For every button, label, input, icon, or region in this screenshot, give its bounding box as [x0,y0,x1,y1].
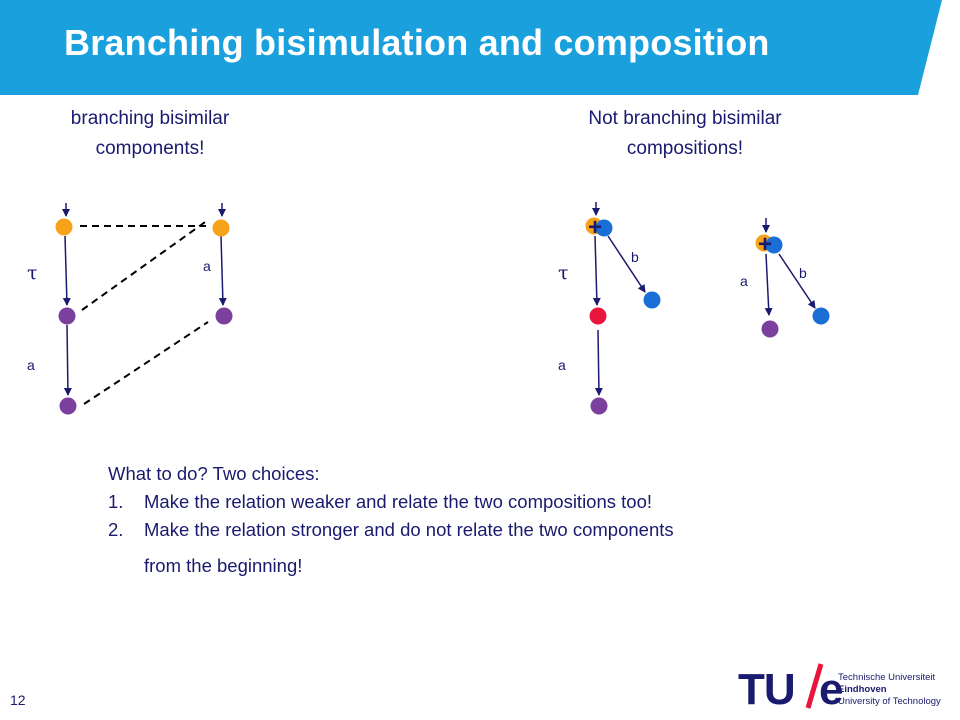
left-caption-line1: branching bisimilar [70,108,230,129]
label-a: a [27,357,35,373]
tau-transition [592,235,601,306]
label-tau: τ [558,262,569,284]
state-blue [643,291,661,309]
choice-number: 2. [108,519,124,540]
tue-logo: TU e Technische Universiteit Eindhoven U… [738,663,941,710]
a-transition [594,329,603,396]
title-banner [0,0,942,95]
label-a: a [740,273,748,289]
choice-item: 1. Make the relation weaker and relate t… [108,488,674,516]
logo-line1: Technische Universiteit [838,672,936,683]
label-a: a [203,258,211,274]
left-caption-line2: components! [95,138,205,159]
page-number: 12 [10,692,26,708]
tau-transition [62,235,71,306]
choices-intro: What to do? Two choices: [108,463,320,484]
relation-line [83,321,209,405]
state-purple [58,307,76,325]
logo-mark-tu: TU [738,665,795,710]
state-purple [59,397,77,415]
composition-plus: + [758,231,772,258]
logo-line2: Eindhoven [838,684,887,695]
state-blue [595,219,613,237]
second-composition: + a b [740,218,830,338]
choice-text: Make the relation stronger and do not re… [144,519,674,540]
transition-diagrams: τ a a + τ a b + a b [27,202,830,415]
choice-number: 1. [108,491,124,512]
label-a: a [558,357,566,373]
b-transition [607,235,646,293]
choice-text: Make the relation weaker and relate the … [144,491,653,512]
right-caption-line1: Not branching bisimilar [588,108,782,129]
state-blue [812,307,830,325]
relation-line [81,219,209,311]
choice-item: 2. Make the relation stronger and do not… [108,516,674,544]
logo-line3: University of Technology [838,696,941,707]
state-red [589,307,607,325]
state-orange [212,219,230,237]
right-caption: Not branching bisimilar compositions! [530,104,840,164]
state-purple [215,307,233,325]
state-blue [765,236,783,254]
right-caption-line2: compositions! [626,138,744,159]
label-b: b [631,249,639,265]
a-transition [764,253,773,316]
left-caption: branching bisimilar components! [20,104,280,164]
state-orange [55,218,73,236]
left-components: τ a a [27,203,233,415]
state-purple [761,320,779,338]
slide-title: Branching bisimulation and composition [64,22,770,63]
composition-plus: + [588,214,602,241]
state-purple [590,397,608,415]
label-tau: τ [27,262,38,284]
first-composition: + τ a b [558,202,661,415]
label-b: b [799,265,807,281]
choice-continuation: from the beginning! [144,555,303,576]
b-transition [778,253,816,309]
choices-block: What to do? Two choices: 1. Make the rel… [108,460,674,580]
logo-slash [805,663,824,709]
a-transition [218,235,227,306]
a-transition [63,324,72,396]
logo-mark-e: e [819,665,843,710]
